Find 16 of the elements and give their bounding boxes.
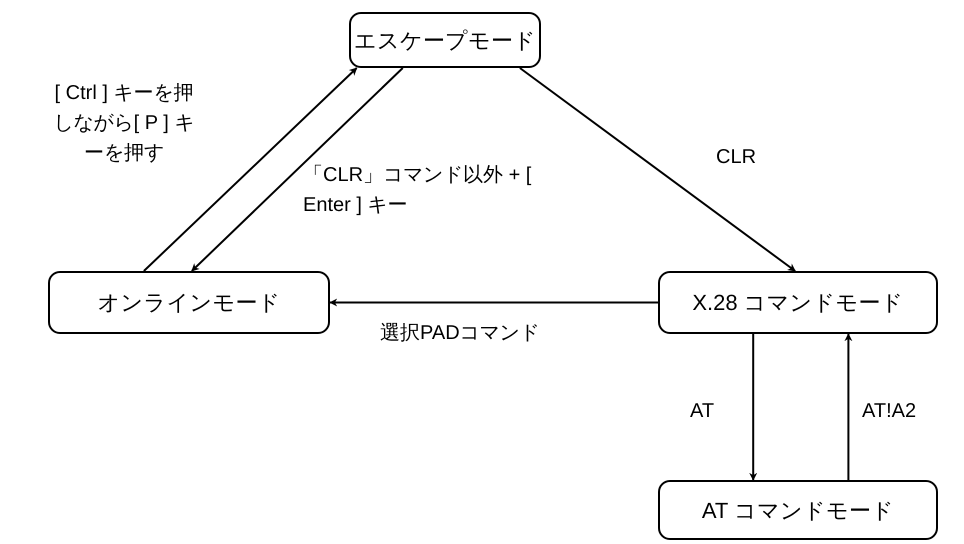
arrow (143, 67, 358, 272)
edge-label: CLR (716, 145, 758, 170)
mode-box: オンラインモード (48, 271, 330, 334)
arrow (519, 67, 796, 272)
arrow (191, 67, 404, 272)
mode-box: X.28 コマンドモード (658, 271, 938, 334)
arrow (329, 298, 658, 306)
mode-box: AT コマンドモード (658, 480, 938, 540)
edge-label: AT!A2 (862, 399, 918, 424)
edge-label: AT (690, 399, 716, 424)
edge-label: [ Ctrl ] キーを押しながら[ P ] キーを押す (52, 81, 196, 166)
edge-label: 選択PADコマンド (380, 321, 541, 346)
mode-box: エスケープモード (349, 12, 541, 68)
edge-label: 「CLR」コマンド以外 + [ Enter ] キー (303, 163, 532, 218)
arrow (844, 333, 852, 480)
arrow (749, 334, 758, 481)
